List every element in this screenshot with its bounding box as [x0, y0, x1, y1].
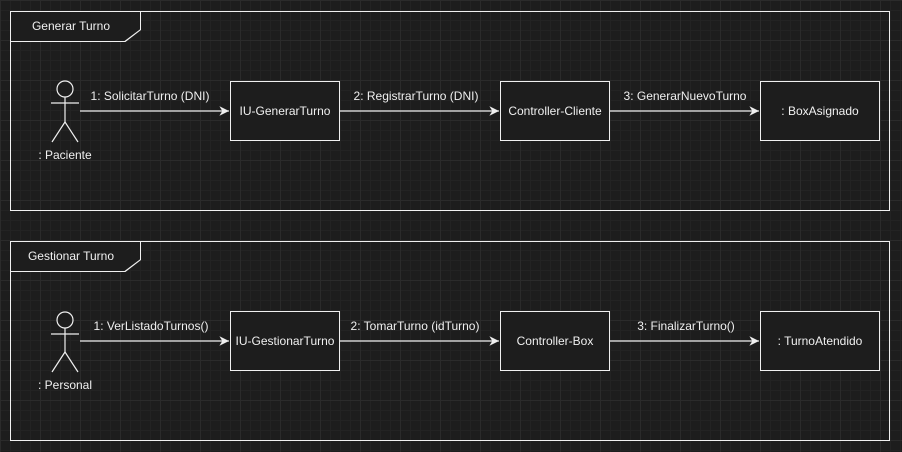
message-label: 3: FinalizarTurno() [637, 319, 735, 333]
lifeline-box: : TurnoAtendido [760, 311, 880, 371]
actor-personal-icon [51, 311, 79, 373]
lifeline-box: IU-GenerarTurno [230, 81, 340, 141]
actor-name: : Personal [37, 378, 93, 392]
lifeline-box: Controller-Box [500, 311, 610, 371]
message-label: 2: RegistrarTurno (DNI) [353, 89, 479, 103]
lifeline-box: : BoxAsignado [760, 81, 880, 141]
frame-title: Generar Turno [31, 19, 111, 33]
frame-generar-turno: Generar Turno [10, 11, 890, 211]
actor-paciente-icon [51, 80, 79, 143]
frame-title: Gestionar Turno [27, 249, 115, 263]
message-label: 3: GenerarNuevoTurno [623, 89, 747, 103]
message-label: 1: VerListadoTurnos() [93, 319, 209, 333]
lifeline-box: Controller-Cliente [500, 81, 610, 141]
message-label: 2: TomarTurno (idTurno) [350, 319, 480, 333]
frame-gestionar-turno: Gestionar Turno [10, 241, 890, 441]
actor-name: : Paciente [38, 148, 92, 162]
message-label: 1: SolicitarTurno (DNI) [90, 89, 210, 103]
lifeline-box: IU-GestionarTurno [230, 311, 340, 371]
